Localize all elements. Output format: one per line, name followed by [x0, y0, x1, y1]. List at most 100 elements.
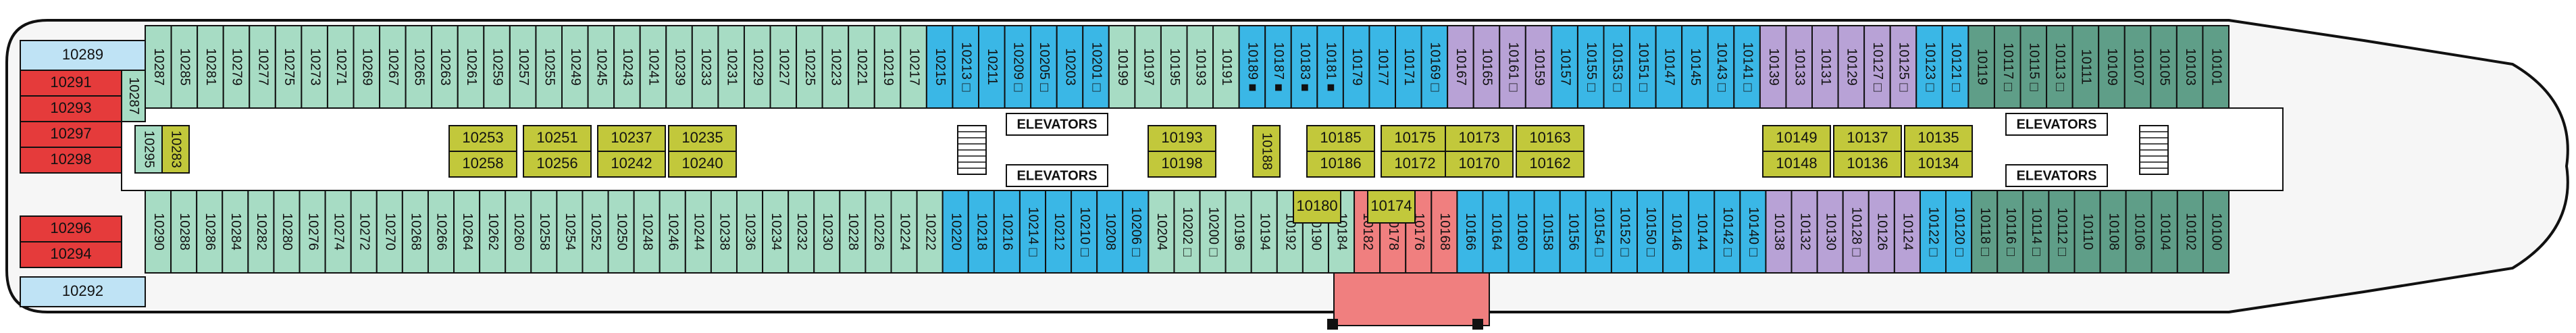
- cabin-number: 10216: [1000, 213, 1015, 251]
- cabin-number: 10187 ■: [1271, 42, 1286, 91]
- cabin-10221: 10221: [848, 25, 875, 109]
- cabin-10226: 10226: [865, 190, 892, 274]
- cabin-number: 10122 □: [1926, 207, 1941, 256]
- cabin-number: 10146: [1669, 213, 1684, 251]
- inner-cabin-10162: 10162: [1516, 151, 1585, 178]
- cabin-number: 10193: [1161, 129, 1202, 146]
- cabin-shape: [1096, 190, 1124, 274]
- cabin-number: 10236: [743, 213, 758, 251]
- cabin-shape: [1904, 151, 1973, 178]
- cabin-shape: [453, 190, 481, 274]
- cabin-10100: 10100: [2202, 190, 2230, 274]
- cabin-number: 10292: [62, 282, 103, 299]
- stern-area: 1028910292102911029310297102981029610294…: [20, 40, 190, 307]
- cabin-number: 10154 □: [1592, 207, 1607, 256]
- cabin-shape: [121, 70, 146, 122]
- cabin-10274: 10274: [324, 190, 352, 274]
- cabin-10191: 10191: [1212, 25, 1240, 109]
- cabin-number: 10271: [334, 48, 349, 86]
- cabin-shape: [665, 25, 693, 109]
- cabin-10239: 10239: [665, 25, 693, 109]
- cabin-number: 10105: [2157, 48, 2171, 86]
- cabin-shape: [1733, 25, 1761, 109]
- inner-cabins: 1025310258102511025610237102421023510240…: [448, 125, 1973, 178]
- cabin-shape: [556, 190, 584, 274]
- cabin-shape: [900, 25, 927, 109]
- cabin-number: 10112 □: [2055, 207, 2069, 256]
- cabin-10208: 10208: [1096, 190, 1124, 274]
- cabin-shape: [691, 25, 719, 109]
- inner-cabin-10235: 10235: [668, 125, 737, 152]
- cabin-number: 10282: [254, 213, 269, 251]
- cabin-number: 10214 □: [1026, 207, 1041, 256]
- cabin-shape: [2176, 190, 2204, 274]
- cabin-10171: 10171: [1395, 25, 1422, 109]
- cabin-shape: [1816, 190, 1844, 274]
- cabin-number: 10124: [1901, 213, 1915, 251]
- cabin-number: 10107: [2131, 48, 2146, 86]
- cabin-shape: [274, 25, 303, 109]
- cabin-shape: [848, 25, 875, 109]
- cabin-number: 10265: [412, 48, 427, 86]
- cabin-number: 10296: [50, 220, 91, 236]
- cabin-10270: 10270: [376, 190, 403, 274]
- cabin-shape: [1765, 190, 1793, 274]
- cabin-10275: 10275: [274, 25, 303, 109]
- cabin-10147: 10147: [1655, 25, 1683, 109]
- inner-cabin-10135: 10135: [1904, 125, 1973, 152]
- cabin-10165: 10165: [1472, 25, 1501, 109]
- cabin-number: 10218: [975, 213, 989, 251]
- cabin-10269: 10269: [353, 25, 381, 109]
- cabin-10177: 10177: [1368, 25, 1396, 109]
- cabin-number: 10223: [829, 48, 844, 86]
- cabin-shape: [145, 190, 172, 274]
- inner-cabin-10163: 10163: [1516, 125, 1585, 152]
- cabin-number: 10259: [490, 48, 505, 86]
- cabin-number: 10202 □: [1180, 207, 1195, 256]
- cabin-number: 10222: [923, 213, 937, 251]
- cabin-10210: 10210 □: [1071, 190, 1098, 274]
- inner-cabin-10240: 10240: [668, 151, 737, 178]
- cabin-number: 10151 □: [1636, 42, 1651, 91]
- cabin-number: 10125 □: [1897, 42, 1911, 91]
- cabin-10267: 10267: [379, 25, 407, 109]
- cabin-shape: [2099, 190, 2127, 274]
- cabin-number: 10120 □: [1952, 207, 1967, 256]
- cabin-10295: 10295: [134, 125, 163, 174]
- cabin-10234: 10234: [762, 190, 790, 274]
- cabin-10241: 10241: [639, 25, 667, 109]
- cabin-number: 10269: [360, 48, 375, 86]
- cabin-shape: [1148, 125, 1216, 152]
- cabin-10187: 10187 ■: [1264, 25, 1292, 109]
- cabin-number: 10295: [142, 130, 157, 168]
- cabin-shape: [1915, 25, 1943, 109]
- cabin-shape: [1212, 25, 1240, 109]
- cabin-10291: 10291: [20, 70, 122, 97]
- cabin-shape: [1833, 125, 1902, 152]
- cabin-number: 10156: [1566, 213, 1581, 251]
- cabin-number: 10191: [1219, 48, 1234, 86]
- cabin-10164: 10164: [1482, 190, 1510, 274]
- cabin-shape: [1293, 190, 1341, 224]
- cabin-10257: 10257: [509, 25, 537, 109]
- cabin-number: 10186: [1320, 155, 1361, 172]
- cabin-10112: 10112 □: [2048, 190, 2076, 274]
- cabin-shape: [134, 125, 163, 174]
- cabin-number: 10262: [486, 213, 500, 251]
- cabin-number: 10243: [620, 48, 635, 86]
- cabin-shape: [952, 25, 979, 109]
- cabin-10180: 10180: [1293, 190, 1341, 224]
- cabin-10133: 10133: [1785, 25, 1813, 109]
- cabin-10141: 10141 □: [1733, 25, 1761, 109]
- cabin-number: 10160: [1514, 213, 1529, 251]
- cabin-number: 10250: [614, 213, 629, 251]
- cabin-number: 10169 □: [1428, 42, 1443, 91]
- cabin-number: 10256: [536, 155, 577, 172]
- cabin-number: 10152 □: [1618, 207, 1632, 256]
- cabin-10124: 10124: [1893, 190, 1921, 274]
- cabin-shape: [1637, 190, 1664, 274]
- cabin-shape: [1762, 151, 1831, 178]
- cabin-10244: 10244: [684, 190, 712, 274]
- cabin-number: 10212: [1052, 213, 1066, 251]
